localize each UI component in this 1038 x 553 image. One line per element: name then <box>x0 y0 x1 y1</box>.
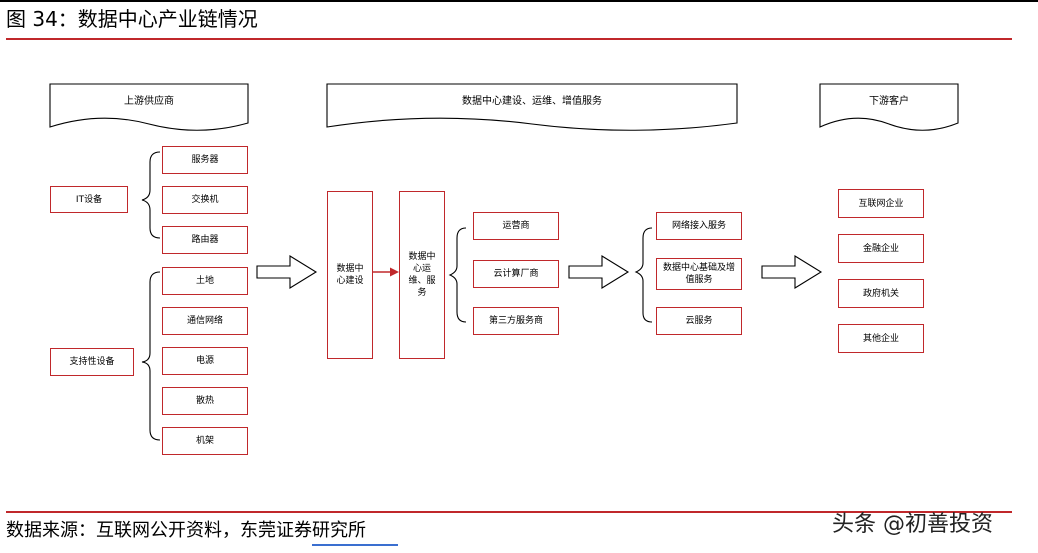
source-link-underline <box>312 544 398 546</box>
title-rule <box>6 38 1012 40</box>
banner-upstream-shape <box>49 83 249 131</box>
support-item-land: 土地 <box>162 267 248 295</box>
downstream-header: 下游客户 <box>869 96 909 107</box>
support-item-cooling: 散热 <box>162 387 248 415</box>
support-item-power: 电源 <box>162 347 248 375</box>
customer-finance: 金融企业 <box>838 234 924 263</box>
top-rule <box>0 0 1038 2</box>
operation-box: 数据中心运维、服务 <box>399 191 445 359</box>
it-equipment-box: IT设备 <box>50 186 128 213</box>
banner-midstream-shape <box>326 83 738 131</box>
support-equipment-box: 支持性设备 <box>50 348 134 376</box>
red-arrow-head <box>390 267 399 277</box>
operator-carrier: 运营商 <box>473 212 559 240</box>
support-bracket <box>141 271 161 441</box>
it-item-switch: 交换机 <box>162 186 248 214</box>
service-network-access: 网络接入服务 <box>656 212 742 240</box>
customer-government: 政府机关 <box>838 279 924 308</box>
services-bracket <box>634 227 653 323</box>
operators-bracket <box>448 227 467 323</box>
it-bracket <box>141 151 161 239</box>
support-item-rack: 机架 <box>162 427 248 455</box>
midstream-header: 数据中心建设、运维、增值服务 <box>462 96 602 107</box>
operator-cloud: 云计算厂商 <box>473 260 559 288</box>
watermark: 头条 @初善投资 <box>832 512 993 537</box>
operator-third-party: 第三方服务商 <box>473 307 559 335</box>
banner-downstream-shape <box>819 83 959 131</box>
customer-internet: 互联网企业 <box>838 189 924 218</box>
arrow-upstream-to-mid <box>256 255 318 289</box>
customer-other: 其他企业 <box>838 324 924 353</box>
it-item-server: 服务器 <box>162 146 248 174</box>
service-cloud: 云服务 <box>656 307 742 335</box>
it-item-router: 路由器 <box>162 226 248 254</box>
source-note: 数据来源：互联网公开资料，东莞证券研究所 <box>6 520 366 541</box>
service-infrastructure: 数据中心基础及增值服务 <box>656 258 742 290</box>
arrow-operators-to-services <box>568 255 630 289</box>
construction-box: 数据中心建设 <box>327 191 373 359</box>
figure-title: 图 34：数据中心产业链情况 <box>6 7 258 31</box>
upstream-header: 上游供应商 <box>124 96 174 107</box>
support-item-network: 通信网络 <box>162 307 248 335</box>
arrow-mid-to-downstream <box>761 255 823 289</box>
footer-rule <box>6 511 1012 513</box>
